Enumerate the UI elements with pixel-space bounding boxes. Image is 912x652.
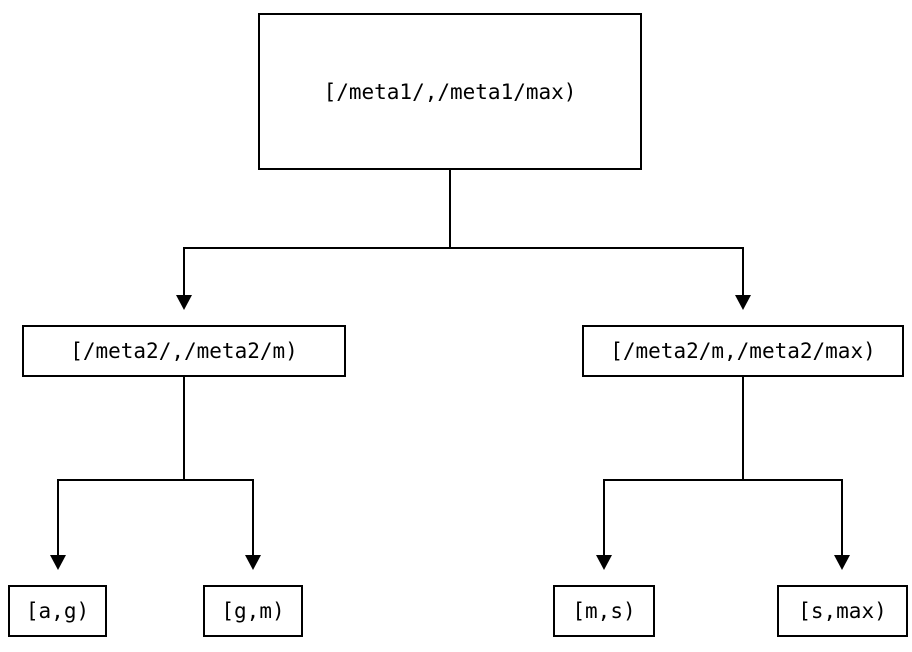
tree-leaf-m-s: [m,s) [553,585,655,637]
connector-root-crossbar [183,247,744,249]
tree-leaf-g-m: [g,m) [203,585,303,637]
connector-left-drop-a [57,479,59,555]
tree-node-meta2-right: [/meta2/m,/meta2/max) [582,325,904,377]
tree-leaf-s-max: [s,max) [777,585,908,637]
connector-right-drop-a [603,479,605,555]
tree-leaf-a-g: [a,g) [8,585,107,637]
arrowhead-down-icon [735,295,751,310]
connector-left-drop-b [252,479,254,555]
connector-root-stem [449,170,451,248]
connector-right-crossbar [603,479,843,481]
connector-root-drop-right [742,247,744,295]
arrowhead-down-icon [245,555,261,570]
arrowhead-down-icon [50,555,66,570]
connector-left-crossbar [57,479,254,481]
arrowhead-down-icon [834,555,850,570]
arrowhead-down-icon [596,555,612,570]
connector-root-drop-left [183,247,185,295]
connector-right-stem [742,377,744,481]
tree-node-root: [/meta1/,/meta1/max) [258,13,642,170]
connector-left-stem [183,377,185,481]
tree-node-meta2-left: [/meta2/,/meta2/m) [22,325,346,377]
connector-right-drop-b [841,479,843,555]
arrowhead-down-icon [176,295,192,310]
